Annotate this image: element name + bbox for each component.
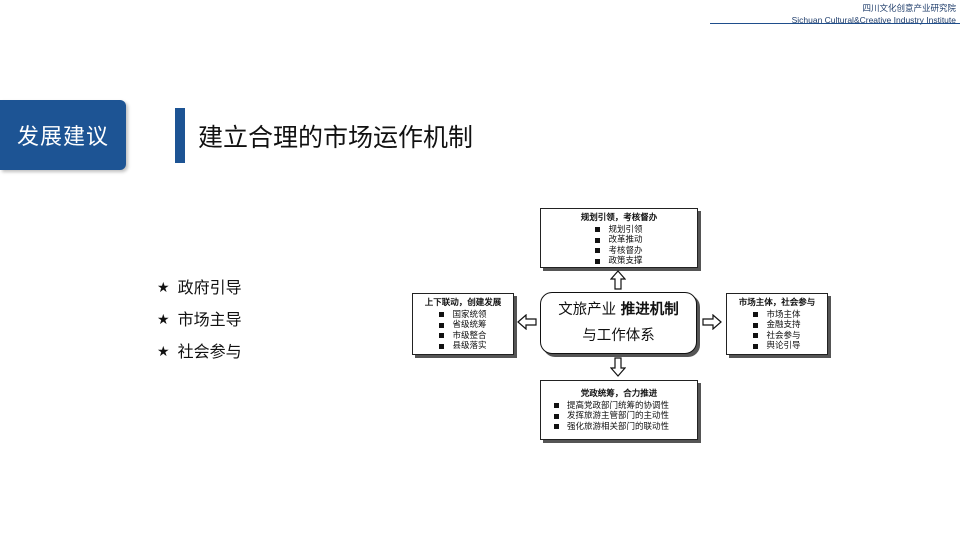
center-line-1: 文旅产业 推进机制 [558,302,679,318]
bullet-item: ★ 市场主导 [157,304,242,336]
bullet-text: 社会参与 [177,342,242,361]
box-item: 规划引领 [541,225,697,236]
square-bullet-icon [595,258,601,264]
box-heading: 市场主体，社会参与 [738,298,816,308]
title-accent-bar [175,108,185,163]
square-bullet-icon [439,343,445,349]
square-bullet-icon [554,413,559,419]
bullet-text: 市场主导 [177,310,242,329]
square-bullet-icon [554,424,559,430]
box-item: 强化旅游相关部门的联动性 [541,422,697,433]
square-bullet-icon [595,227,601,233]
square-bullet-icon [595,237,601,243]
bullet-item: ★ 社会参与 [157,336,242,368]
box-item: 改革推动 [541,235,697,246]
institute-name-en: Sichuan Cultural&Creative Industry Insti… [791,15,956,25]
diagram-box-right: 市场主体，社会参与 市场主体 金融支持 社会参与 舆论引导 [726,293,828,355]
box-item: 政策支撑 [541,256,697,267]
diagram-box-bottom: 党政统筹，合力推进 提高党政部门统筹的协调性 发挥旅游主管部门的主动性 强化旅游… [540,380,698,440]
bullet-list: ★ 政府引导 ★ 市场主导 ★ 社会参与 [157,272,242,368]
square-bullet-icon [439,333,445,339]
arrow-left-icon [517,314,537,330]
square-bullet-icon [753,333,759,339]
diagram-center-node: 文旅产业 推进机制 与工作体系 [540,292,697,354]
box-item: 省级统筹 [413,320,513,331]
square-bullet-icon [439,312,445,318]
box-item: 发挥旅游主管部门的主动性 [541,411,697,422]
box-item: 国家统领 [413,310,513,321]
square-bullet-icon [753,312,759,318]
center-line-2: 与工作体系 [582,328,655,344]
header-divider [710,23,960,24]
arrow-right-icon [702,314,722,330]
square-bullet-icon [595,248,601,254]
box-item: 市场主体 [727,310,827,321]
square-bullet-icon [554,403,559,409]
square-bullet-icon [753,343,759,349]
section-tag: 发展建议 [0,100,126,170]
arrow-up-icon [610,270,626,290]
diagram-box-top: 规划引领，考核督办 规划引领 改革推动 考核督办 政策支撑 [540,208,698,268]
page-title: 建立合理的市场运作机制 [198,123,474,152]
institute-name-cn: 四川文化创意产业研究院 [862,4,956,14]
square-bullet-icon [439,322,445,328]
box-heading: 上下联动，创建发展 [424,298,502,308]
box-item: 考核督办 [541,246,697,257]
box-item: 舆论引导 [727,341,827,352]
bullet-item: ★ 政府引导 [157,272,242,304]
star-icon: ★ [157,344,170,360]
arrow-down-icon [610,357,626,377]
box-heading: 党政统筹，合力推进 [580,389,658,399]
star-icon: ★ [157,312,170,328]
square-bullet-icon [753,322,759,328]
box-item: 社会参与 [727,331,827,342]
section-tag-label: 发展建议 [16,125,109,150]
bullet-text: 政府引导 [177,278,242,297]
star-icon: ★ [157,280,170,296]
box-item: 提高党政部门统筹的协调性 [541,401,697,412]
diagram-box-left: 上下联动，创建发展 国家统领 省级统筹 市级整合 县级落实 [412,293,514,355]
institute-header: 四川文化创意产业研究院 Sichuan Cultural&Creative In… [792,4,956,26]
box-item: 县级落实 [413,341,513,352]
box-heading: 规划引领，考核督办 [580,213,658,223]
box-item: 市级整合 [413,331,513,342]
box-item: 金融支持 [727,320,827,331]
